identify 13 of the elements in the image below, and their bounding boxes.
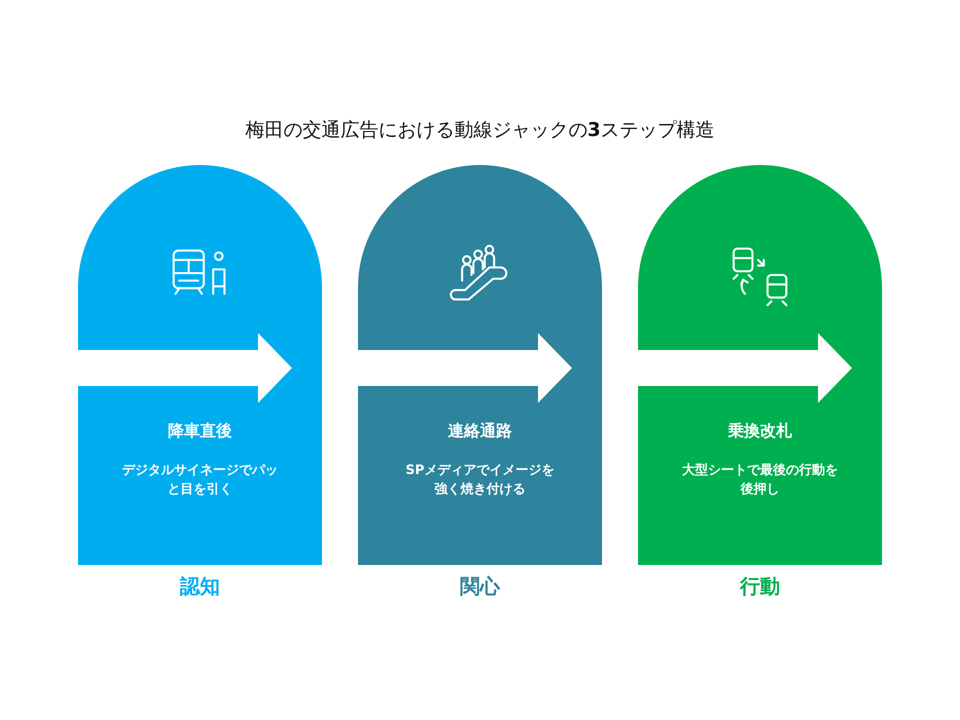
step-heading: 乗換改札 — [727, 421, 793, 442]
step-description: SPメディアでイメージを強く焼き付ける — [404, 462, 556, 499]
step-description: 大型シートで最後の行動を後押し — [681, 462, 839, 499]
stage-label: 行動 — [738, 573, 781, 600]
step-heading: 降車直後 — [167, 421, 233, 442]
title: 梅田の交通広告における動線ジャックの3ステップ構造 — [244, 118, 716, 143]
stage-label: 認知 — [178, 573, 221, 600]
step-description: デジタルサイネージでパッと目を引く — [121, 462, 279, 499]
arch-panel — [358, 165, 602, 565]
stage-label: 関心 — [459, 573, 502, 600]
arch-panel — [638, 165, 882, 565]
step-heading: 連絡通路 — [447, 421, 513, 442]
arch-panel — [78, 165, 322, 565]
